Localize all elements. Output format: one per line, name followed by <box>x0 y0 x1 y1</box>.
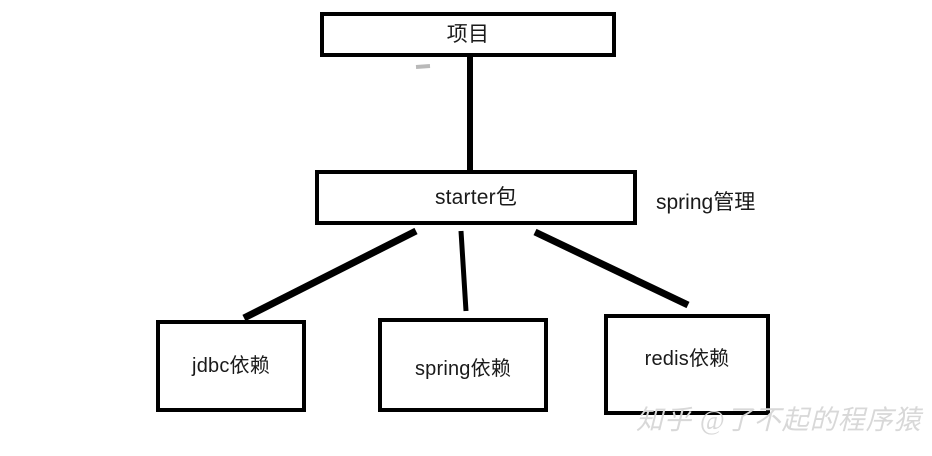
node-starter-package-label: starter包 <box>434 186 518 209</box>
edge-starter-to-jdbc <box>242 227 418 322</box>
annotation-spring-manage: spring管理 <box>656 191 756 214</box>
tick-mark <box>415 64 431 69</box>
node-redis-dependency-label: redis依赖 <box>644 347 730 370</box>
node-jdbc-dependency[interactable]: jdbc依赖 <box>156 320 306 412</box>
node-project[interactable]: 项目 <box>320 12 616 57</box>
edge-starter-to-spring <box>458 230 469 312</box>
node-starter-package[interactable]: starter包 <box>315 170 637 225</box>
node-spring-dependency[interactable]: spring依赖 <box>378 318 548 412</box>
edge-starter-to-redis <box>533 228 690 309</box>
node-jdbc-dependency-label: jdbc依赖 <box>192 355 270 377</box>
node-redis-dependency[interactable]: redis依赖 <box>604 314 770 415</box>
node-spring-dependency-label: spring依赖 <box>414 358 512 380</box>
node-project-label: 项目 <box>446 23 490 46</box>
